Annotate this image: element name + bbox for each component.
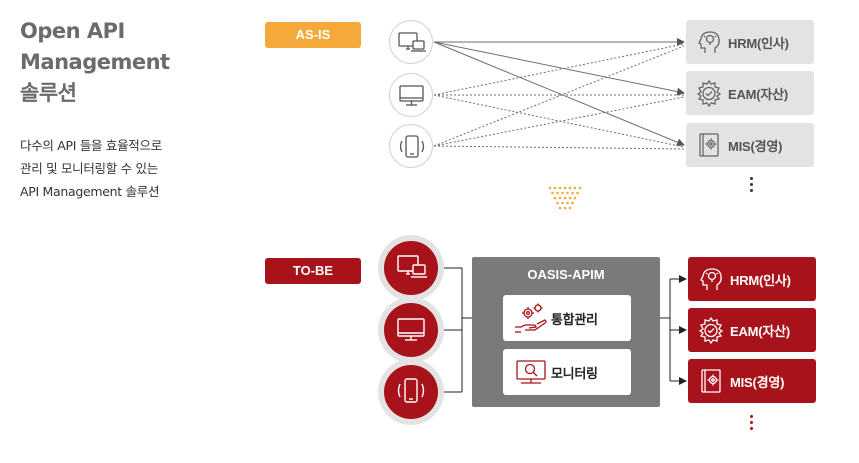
pc-laptop-icon [397, 255, 427, 278]
as-is-system-hrm: HRM(인사) [686, 20, 814, 64]
head-bulb-icon [690, 20, 728, 64]
as-is-system-mis: MIS(경영) [686, 123, 814, 167]
mobile-icon [399, 135, 425, 158]
description-line: 다수의 API 들을 효율적으로 [20, 138, 162, 153]
pc-laptop-icon [398, 32, 426, 52]
system-label: HRM(인사) [730, 272, 791, 288]
description: 다수의 API 들을 효율적으로 관리 및 모니터링할 수 있는 API Man… [20, 134, 240, 203]
as-is-tag: AS-IS [265, 22, 361, 48]
page-title: Open API Management 솔루션 [20, 16, 220, 109]
monitor-icon [397, 318, 425, 341]
to-be-tag: TO-BE [265, 258, 361, 284]
monitor-search-icon [511, 349, 551, 395]
system-label: EAM(자산) [728, 86, 789, 102]
as-is-device-monitor [389, 73, 433, 117]
as-is-solid-lines [433, 38, 685, 147]
book-gear-icon [692, 359, 730, 403]
as-is-system-eam: EAM(자산) [686, 71, 814, 115]
transition-arrow-dots [548, 186, 582, 210]
head-bulb-icon [692, 257, 730, 301]
as-is-dotted-lines [433, 43, 685, 150]
to-be-more-dots [750, 415, 754, 433]
title-line: 솔루션 [20, 81, 77, 105]
system-label: EAM(자산) [730, 323, 791, 339]
system-label: MIS(경영) [730, 374, 785, 390]
to-be-device-pc [378, 235, 444, 301]
gear-check-icon [692, 308, 730, 352]
to-be-device-mobile [378, 359, 444, 425]
monitor-icon [399, 85, 424, 106]
system-label: MIS(경영) [728, 138, 783, 154]
function-label: 모니터링 [551, 366, 598, 382]
title-line: Management [20, 50, 170, 74]
function-label: 통합관리 [551, 312, 598, 328]
platform-title: OASIS-APIM [527, 267, 605, 282]
gear-check-icon [690, 71, 728, 115]
book-gear-icon [690, 123, 728, 167]
mobile-icon [397, 378, 425, 403]
to-be-system-eam: EAM(자산) [688, 308, 816, 352]
description-line: 관리 및 모니터링할 수 있는 [20, 161, 158, 176]
as-is-more-dots [750, 177, 754, 195]
description-line: API Management 솔루션 [20, 184, 160, 199]
to-be-system-hrm: HRM(인사) [688, 257, 816, 301]
oasis-apim-platform: OASIS-APIM 통합관리 모니 [472, 257, 660, 407]
as-is-device-mobile [389, 124, 433, 168]
system-label: HRM(인사) [728, 35, 789, 51]
integrated-management-box: 통합관리 [503, 295, 631, 341]
to-be-device-monitor [378, 297, 444, 363]
as-is-device-pc [389, 20, 433, 64]
monitoring-box: 모니터링 [503, 349, 631, 395]
hand-gears-icon [511, 295, 551, 341]
to-be-system-mis: MIS(경영) [688, 359, 816, 403]
title-line: Open API [20, 19, 125, 43]
